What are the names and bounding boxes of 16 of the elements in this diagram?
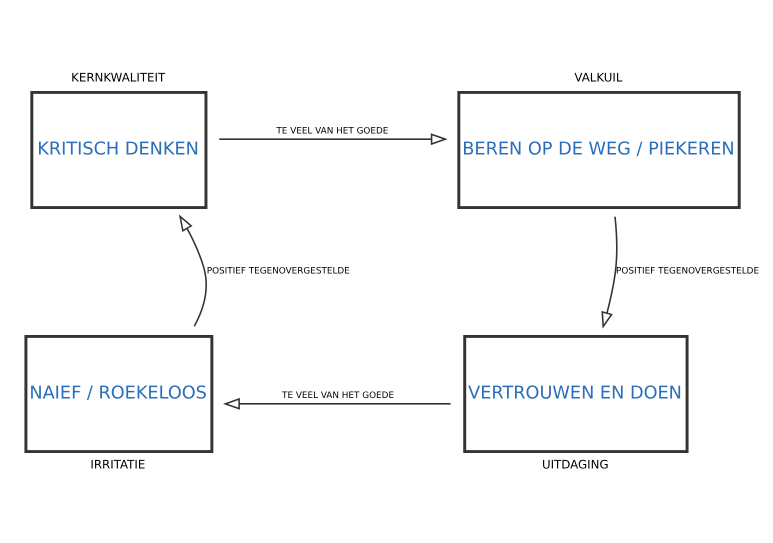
node-label: KERNKWALITEIT (71, 70, 166, 85)
node-box: KRITISCH DENKEN (30, 90, 208, 210)
node-label: UITDAGING (542, 457, 609, 472)
edge-label: TE VEEL VAN HET GOEDE (282, 391, 394, 402)
node-box: VERTROUWEN EN DOEN (463, 334, 689, 454)
arrow (178, 214, 207, 327)
arrow (222, 398, 451, 410)
arrow (219, 133, 448, 146)
edge-label: POSITIEF TEGENOVERGESTELDE (616, 266, 760, 277)
edge-label: TE VEEL VAN HET GOEDE (276, 126, 388, 136)
arrow (601, 216, 618, 329)
node-label: VALKUIL (574, 70, 622, 85)
node-box: BEREN OP DE WEG / PIEKEREN (457, 90, 741, 210)
node-box: NAIEF / ROEKELOOS (24, 334, 214, 454)
node-label: IRRITATIE (90, 457, 146, 472)
edge-label: POSITIEF TEGENOVERGESTELDE (206, 266, 350, 277)
